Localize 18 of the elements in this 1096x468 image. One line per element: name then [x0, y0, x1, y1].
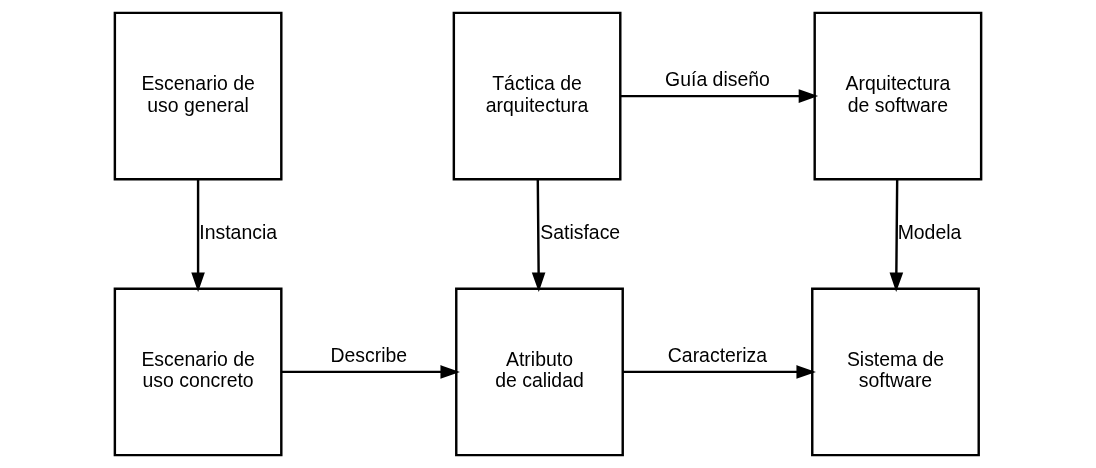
edge-label: Instancia — [199, 220, 278, 243]
node-box: Sistema de software — [811, 287, 980, 457]
node-box: Atributo de calidad — [455, 287, 624, 457]
arrow — [620, 89, 819, 103]
arrow — [531, 179, 546, 292]
node-box: Táctica de arquitectura — [452, 11, 622, 181]
arrow — [191, 179, 205, 292]
edge-label: Modela — [897, 220, 962, 243]
arrow — [281, 365, 460, 379]
edge-label: Caracteriza — [667, 343, 768, 366]
edge-label: Satisface — [540, 220, 621, 243]
node-box: Escenario de uso general — [113, 11, 283, 181]
arrow — [622, 365, 816, 379]
node-box: Arquitectura de software — [813, 11, 983, 181]
arrow — [889, 179, 904, 292]
edge-label: Describe — [330, 343, 408, 366]
edge-label: Guía diseño — [665, 68, 770, 91]
node-box: Escenario de uso concreto — [113, 287, 283, 457]
